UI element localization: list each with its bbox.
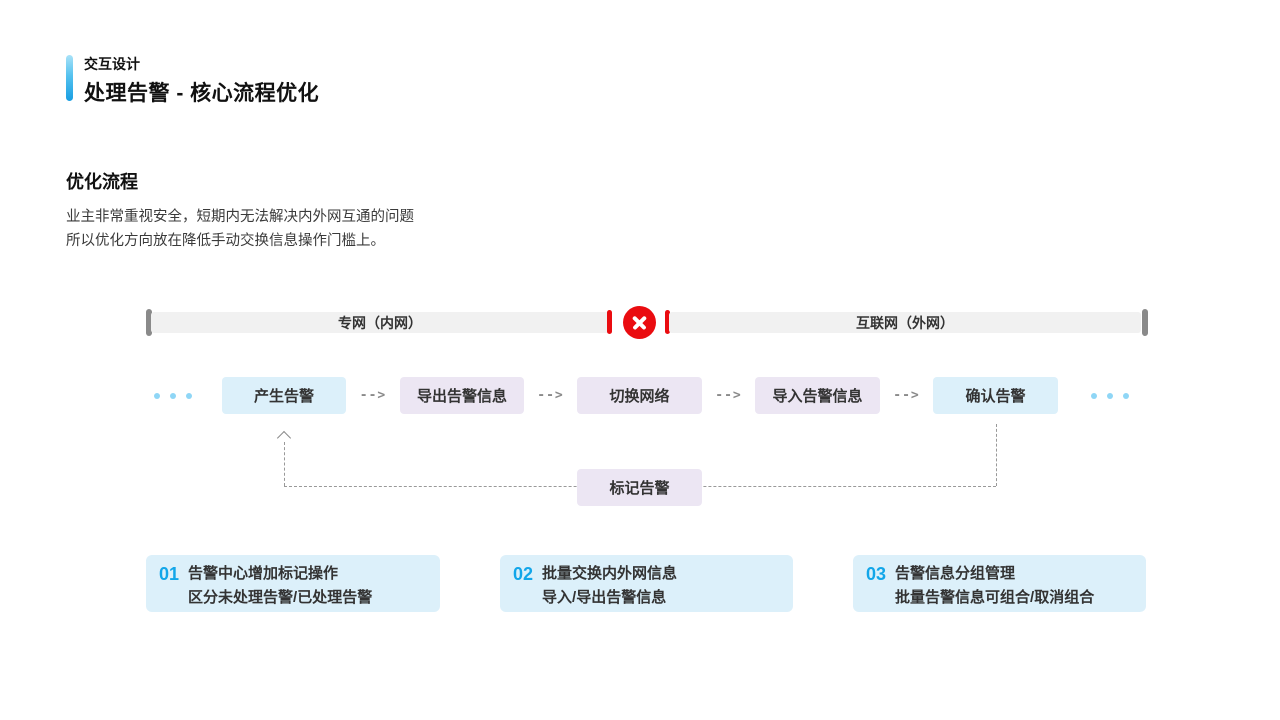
card-subtitle: 批量告警信息可组合/取消组合 (895, 589, 1095, 606)
flow-step-mark-alert: 标记告警 (577, 469, 702, 506)
ellipsis-dots-right (1091, 393, 1129, 399)
card-number: 02 (513, 564, 534, 584)
card-subtitle: 区分未处理告警/已处理告警 (188, 589, 373, 606)
section-description: 业主非常重视安全，短期内无法解决内外网互通的问题 所以优化方向放在降低手动交换信… (66, 205, 414, 253)
dot-icon (170, 393, 176, 399)
intranet-label: 专网（内网） (338, 314, 422, 331)
flow-step-export-alert-info: 导出告警信息 (400, 377, 524, 414)
flow-step-switch-network: 切换网络 (577, 377, 702, 414)
feature-card-1: 01 告警中心增加标记操作 区分未处理告警/已处理告警 (146, 555, 440, 612)
feature-card-3: 03 告警信息分组管理 批量告警信息可组合/取消组合 (853, 555, 1146, 612)
dashed-arrow-icon: --> (715, 388, 742, 403)
bar-endcap-left (146, 309, 152, 336)
flow-step-confirm-alert: 确认告警 (933, 377, 1058, 414)
card-title: 批量交换内外网信息 (542, 565, 678, 582)
card-title: 告警信息分组管理 (895, 565, 1016, 582)
intranet-bar: 专网（内网） (151, 312, 609, 333)
feature-card-2: 02 批量交换内外网信息 导入/导出告警信息 (500, 555, 793, 612)
loop-line-left (284, 442, 285, 486)
dot-icon (1091, 393, 1097, 399)
dashed-arrow-icon: --> (359, 388, 387, 403)
eyebrow-label: 交互设计 (84, 56, 140, 72)
loop-line-right (996, 424, 997, 486)
dot-icon (1123, 393, 1129, 399)
blocked-tick-right (665, 310, 670, 334)
card-subtitle: 导入/导出告警信息 (542, 589, 667, 606)
dashed-arrow-icon: --> (537, 388, 564, 403)
page-title: 处理告警 - 核心流程优化 (84, 82, 320, 105)
card-title: 告警中心增加标记操作 (188, 565, 339, 582)
ellipsis-dots-left (154, 393, 192, 399)
card-number: 03 (866, 564, 887, 584)
flow-step-generate-alert: 产生告警 (222, 377, 346, 414)
blocked-tick-left (607, 310, 612, 334)
internet-label: 互联网（外网） (856, 314, 954, 331)
section-heading: 优化流程 (66, 172, 138, 192)
description-line: 业主非常重视安全，短期内无法解决内外网互通的问题 (66, 209, 414, 225)
bar-endcap-right (1142, 309, 1148, 336)
title-accent-bar (66, 55, 73, 101)
dot-icon (1107, 393, 1113, 399)
internet-bar: 互联网（外网） (669, 312, 1141, 333)
description-line: 所以优化方向放在降低手动交换信息操作门槛上。 (66, 233, 385, 249)
dot-icon (186, 393, 192, 399)
flow-step-import-alert-info: 导入告警信息 (755, 377, 880, 414)
dashed-arrow-icon: --> (893, 388, 920, 403)
dot-icon (154, 393, 160, 399)
x-circle-icon (623, 306, 656, 339)
card-number: 01 (159, 564, 180, 584)
